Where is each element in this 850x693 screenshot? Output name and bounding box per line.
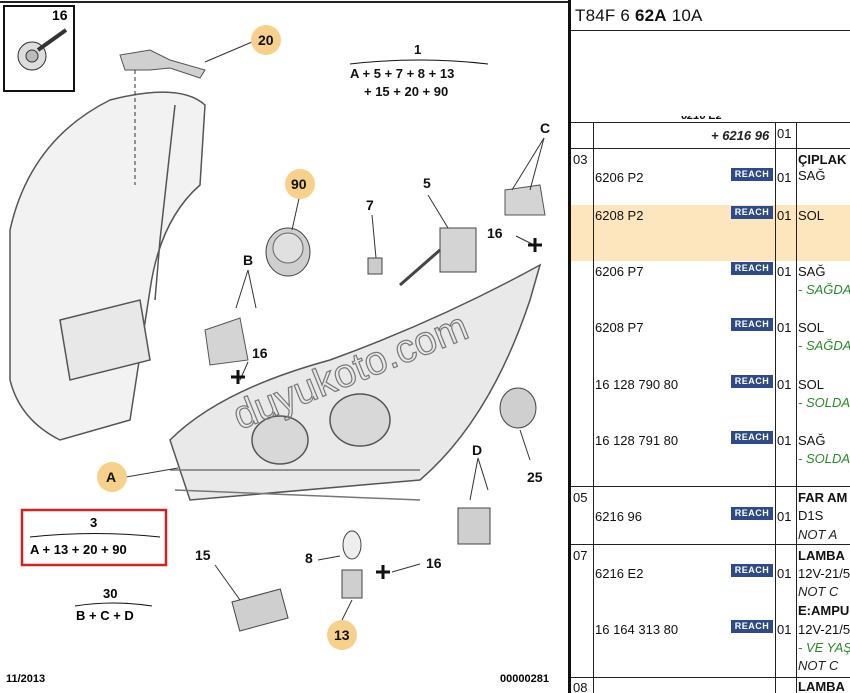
top-fragment-qty: 01 xyxy=(777,126,792,141)
section-07-no: 07 xyxy=(573,548,588,563)
callout-C: C xyxy=(540,120,550,136)
section-08-no: 08 xyxy=(573,680,588,693)
callout-5: 5 xyxy=(423,175,431,191)
callout-13: 13 xyxy=(334,627,350,643)
formula-30: 30 B + C + D xyxy=(74,586,153,623)
svg-text:B + C + D: B + C + D xyxy=(76,608,134,623)
top-fragment-pn-cut: 6216 E2 xyxy=(681,110,722,122)
bracket-b-part xyxy=(204,317,249,366)
clip-part xyxy=(119,49,206,79)
headlamp-body xyxy=(9,91,542,501)
formula-1: 1 A + 5 + 7 + 8 + 13 + 15 + 20 + 90 xyxy=(349,42,489,99)
callout-16-b: 16 xyxy=(252,345,268,361)
svg-text:1: 1 xyxy=(414,42,421,57)
callout-A: A xyxy=(106,469,116,485)
parts-list-panel: T84F 6 62A 10A 6216 E2 + 6216 96 01 03 Ç… xyxy=(571,6,850,693)
callout-B: B xyxy=(243,252,253,268)
top-fragment-pn: + 6216 96 xyxy=(711,128,770,143)
section-08-desc: LAMBA xyxy=(798,679,845,693)
diagram-code: 00000281 xyxy=(500,673,549,685)
callout-badges xyxy=(97,25,357,650)
callout-8: 8 xyxy=(305,550,313,566)
bulb-7-part xyxy=(367,257,383,275)
callout-16-a: 16 xyxy=(487,225,503,241)
callout-20: 20 xyxy=(258,32,274,48)
callout-90: 90 xyxy=(291,176,307,192)
bracket-c-part xyxy=(504,184,546,216)
callout-25: 25 xyxy=(527,469,543,485)
diagram-date: 11/2013 xyxy=(6,673,45,685)
callout-15: 15 xyxy=(195,547,211,563)
bulb-5-part xyxy=(399,227,477,287)
svg-text:+ 15 + 20 + 90: + 15 + 20 + 90 xyxy=(364,84,448,99)
callout-D: D xyxy=(472,442,482,458)
callout-7: 7 xyxy=(366,197,374,213)
section-07-desc: LAMBA xyxy=(798,548,845,563)
inset-screw-box: 16 xyxy=(3,5,75,92)
cap-part xyxy=(265,227,311,277)
ballast-15-part xyxy=(231,588,289,632)
catalog-header: T84F 6 62A 10A xyxy=(575,6,703,25)
section-05-desc: FAR AM xyxy=(798,490,848,505)
screw-icon xyxy=(17,28,68,71)
headlamp-exploded-diagram: 16 xyxy=(0,1,568,685)
svg-text:30: 30 xyxy=(103,586,117,601)
section-03-desc: ÇIPLAK xyxy=(798,152,847,167)
callout-16-c: 16 xyxy=(426,555,442,571)
svg-text:A + 13 + 20 + 90: A + 13 + 20 + 90 xyxy=(30,542,127,557)
formula-3: 3 A + 13 + 20 + 90 xyxy=(20,508,168,567)
bulb-8-part xyxy=(342,530,362,560)
motor-25-part xyxy=(499,387,537,429)
section-05-no: 05 xyxy=(573,490,588,505)
section-03-no: 03 xyxy=(573,152,588,167)
svg-text:A + 5 + 7 + 8 + 13: A + 5 + 7 + 8 + 13 xyxy=(350,66,454,81)
connector-d-part xyxy=(457,507,491,545)
svg-text:3: 3 xyxy=(90,515,97,530)
highlighted-row xyxy=(571,205,850,261)
leader-lines xyxy=(125,41,545,621)
callout-16-inset: 16 xyxy=(52,7,68,23)
panel-divider xyxy=(568,0,571,693)
plus-markers xyxy=(231,238,542,579)
